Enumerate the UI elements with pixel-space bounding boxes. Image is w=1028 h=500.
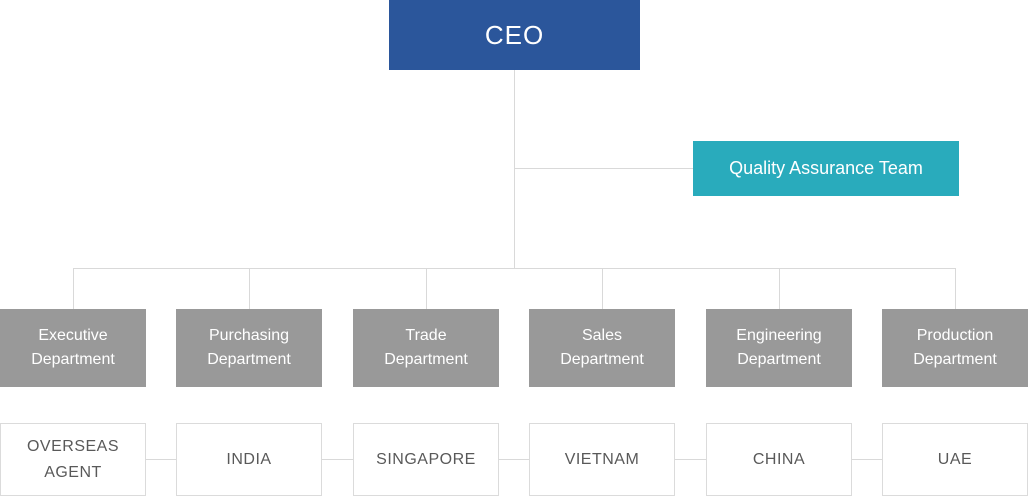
country-link-line: [852, 459, 882, 460]
ceo-node: CEO: [389, 0, 640, 70]
department-node-production: Production Department: [882, 309, 1028, 387]
country-node-china: CHINA: [706, 423, 852, 496]
drop-line-executive: [73, 268, 74, 309]
drop-line-engineering: [779, 268, 780, 309]
country-node-overseas-agent: OVERSEAS AGENT: [0, 423, 146, 496]
drop-line-sales: [602, 268, 603, 309]
drop-line-purchasing: [249, 268, 250, 309]
country-link-line: [499, 459, 529, 460]
country-node-singapore: SINGAPORE: [353, 423, 499, 496]
country-link-line: [675, 459, 706, 460]
country-node-vietnam: VIETNAM: [529, 423, 675, 496]
department-node-trade: Trade Department: [353, 309, 499, 387]
quality-assurance-team-node: Quality Assurance Team: [693, 141, 959, 196]
country-node-uae: UAE: [882, 423, 1028, 496]
department-node-engineering: Engineering Department: [706, 309, 852, 387]
drop-line-trade: [426, 268, 427, 309]
department-node-sales: Sales Department: [529, 309, 675, 387]
drop-line-production: [955, 268, 956, 309]
qa-branch-line: [514, 168, 693, 169]
ceo-trunk-line: [514, 70, 515, 268]
country-link-line: [322, 459, 353, 460]
country-node-india: INDIA: [176, 423, 322, 496]
department-node-executive: Executive Department: [0, 309, 146, 387]
country-link-line: [146, 459, 176, 460]
department-distribution-line: [73, 268, 955, 269]
department-node-purchasing: Purchasing Department: [176, 309, 322, 387]
